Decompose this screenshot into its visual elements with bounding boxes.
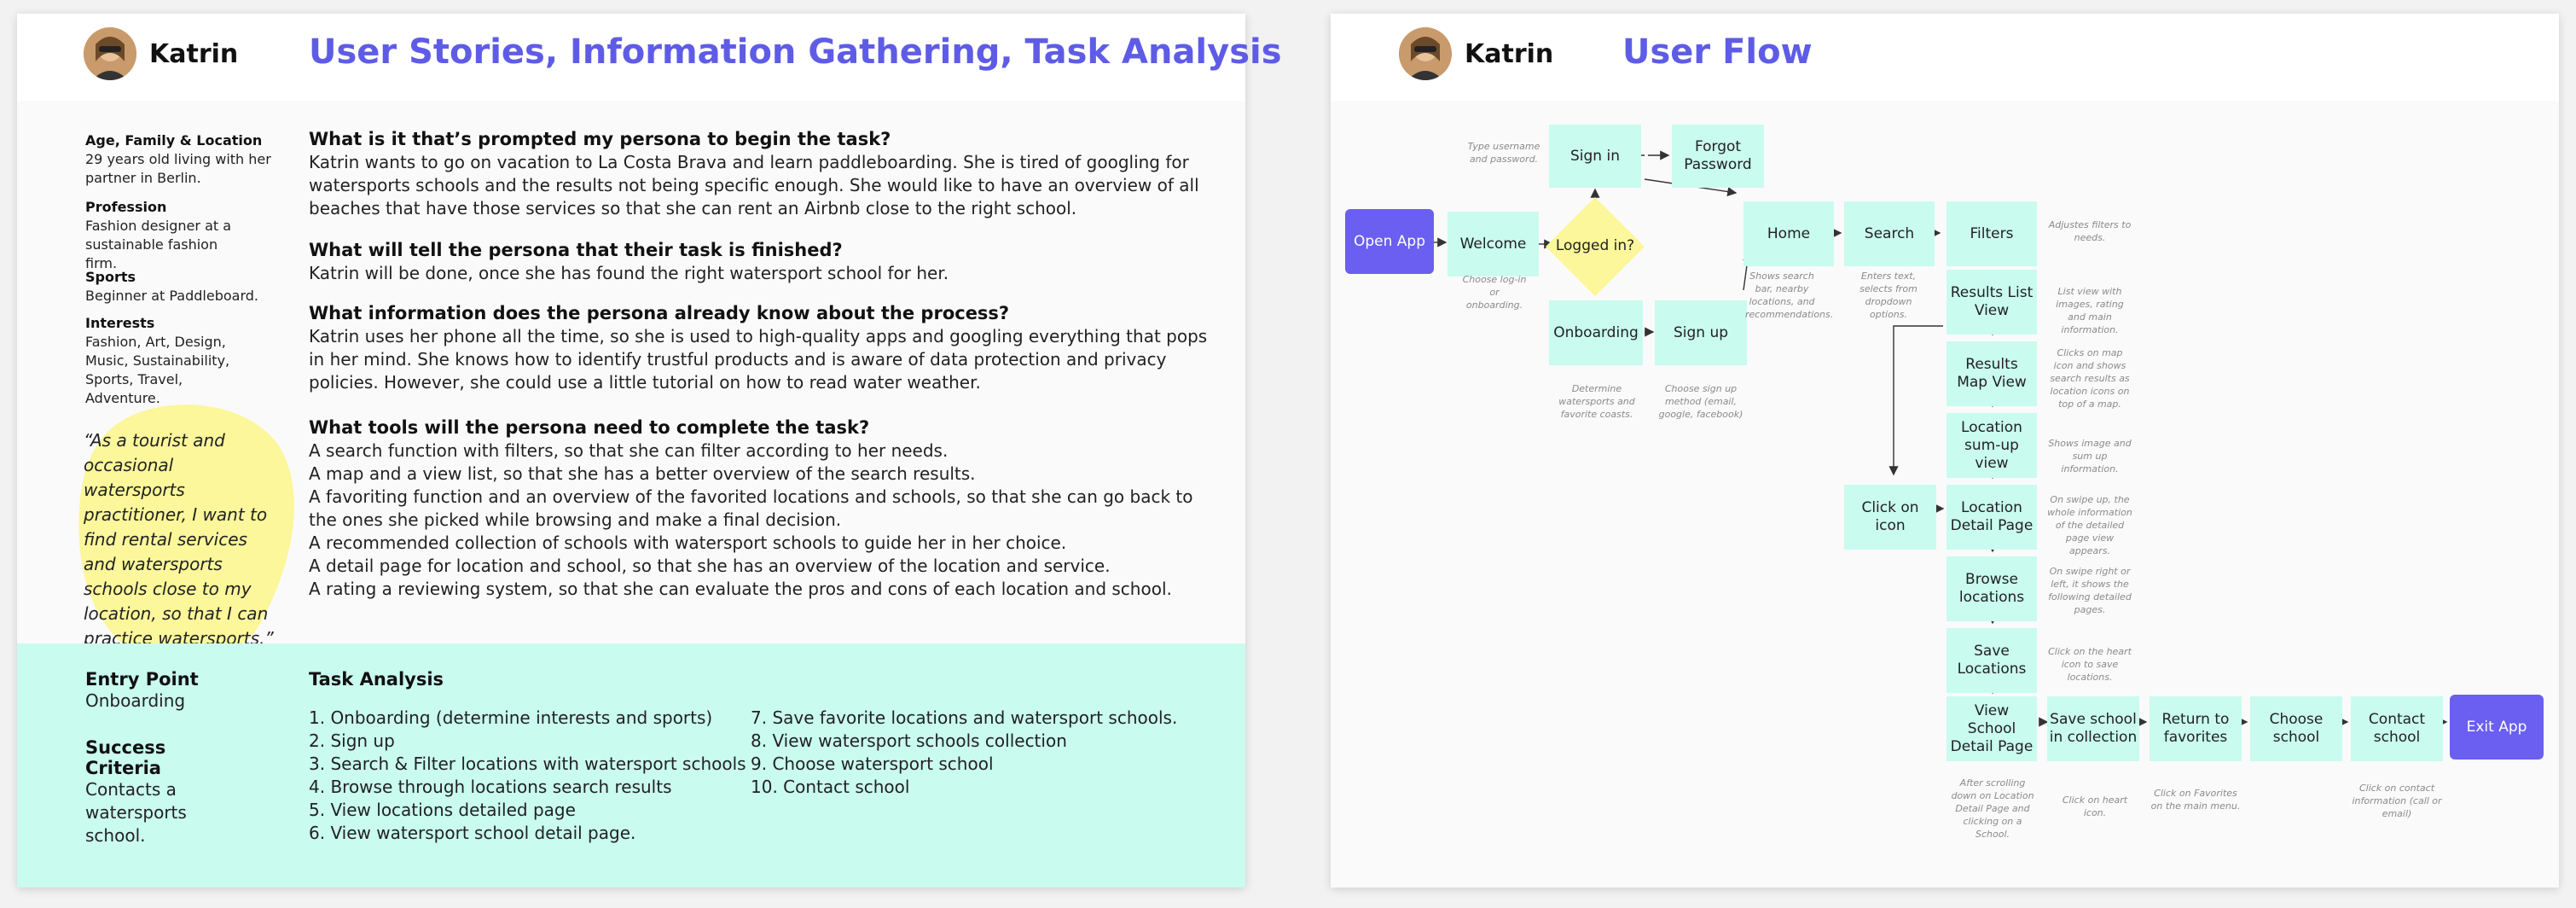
flow-node-choose-school[interactable]: Choose school: [2250, 696, 2342, 761]
flow-node-save-school[interactable]: Save school in collection: [2047, 696, 2139, 761]
question-2: What will tell the persona that their ta…: [309, 240, 949, 283]
flow-node-contact-school[interactable]: Contact school: [2351, 696, 2443, 761]
persona-quote: “As a tourist and occasional watersports…: [84, 430, 274, 649]
flow-node-results-list[interactable]: Results List View: [1947, 270, 2037, 335]
flow-node-sign-in[interactable]: Sign in: [1549, 125, 1641, 188]
avatar: [84, 27, 136, 80]
board-header: Katrin User Flow: [1331, 14, 2559, 101]
flow-node-home[interactable]: Home: [1743, 201, 1834, 266]
flow-node-onboarding[interactable]: Onboarding: [1549, 300, 1643, 365]
list-item: 1. Onboarding (determine interests and s…: [309, 707, 713, 728]
note-onboarding: Determine watersports and favorite coast…: [1558, 383, 1635, 420]
note-results-map: Clicks on map icon and shows search resu…: [2050, 347, 2130, 410]
profile-sports: Sports Beginner at Paddleboard.: [85, 269, 258, 304]
list-item: 2. Sign up: [309, 730, 395, 751]
task-list-col-1: 1. Onboarding (determine interests and s…: [309, 707, 746, 845]
page-title: User Flow: [1622, 32, 1813, 72]
note-search: Enters text, selects from dropdown optio…: [1859, 271, 1917, 320]
decision-label: Logged in?: [1555, 237, 1635, 254]
list-item: 7. Save favorite locations and waterspor…: [751, 707, 1178, 728]
flow-node-sign-up[interactable]: Sign up: [1655, 300, 1747, 365]
task-analysis-section: Entry Point Onboarding Success Criteria …: [17, 643, 1245, 888]
note-save-locations: Click on the heart icon to save location…: [2048, 646, 2132, 683]
note-sign-up: Choose sign up method (email, google, fa…: [1658, 383, 1743, 420]
avatar: [1399, 27, 1452, 80]
flow-node-location-detail[interactable]: Location Detail Page: [1947, 485, 2037, 550]
flow-node-return-favorites[interactable]: Return to favorites: [2150, 696, 2242, 761]
flow-node-search[interactable]: Search: [1844, 201, 1935, 266]
flow-node-location-sumup[interactable]: Location sum-up view: [1947, 413, 2037, 478]
note-contact-school: Click on contact information (call or em…: [2352, 783, 2442, 819]
flow-node-open-app[interactable]: Open App: [1345, 209, 1434, 274]
note-welcome: Choose log-in or onboarding.: [1462, 274, 1527, 311]
success-criteria: Success Criteria Contacts a watersports …: [85, 737, 187, 846]
quote-highlight-blob: [78, 405, 294, 662]
note-browse-locations: On swipe right or left, it shows the fol…: [2048, 566, 2132, 615]
flow-node-results-map[interactable]: Results Map View: [1947, 341, 2037, 406]
task-list-col-2: 7. Save favorite locations and waterspor…: [751, 707, 1177, 799]
user-stories-board: Katrin User Stories, Information Gatheri…: [17, 14, 1282, 888]
flow-node-exit-app[interactable]: Exit App: [2450, 695, 2544, 760]
note-results-list: List view with images, rating and main i…: [2056, 286, 2124, 335]
list-item: 8. View watersport schools collection: [751, 730, 1067, 751]
list-item: 3. Search & Filter locations with waters…: [309, 754, 746, 774]
note-sign-in: Type username and password.: [1467, 141, 1540, 165]
list-item: 5. View locations detailed page: [309, 800, 576, 820]
author-name: Katrin: [149, 39, 239, 69]
note-view-school: After scrolling down on Location Detail …: [1951, 777, 2034, 840]
question-3: What information does the persona alread…: [309, 303, 1208, 393]
flow-node-save-locations[interactable]: Save Locations: [1947, 628, 2037, 693]
question-4: What tools will the persona need to comp…: [309, 417, 1193, 599]
question-1: What is it that’s prompted my persona to…: [309, 129, 1199, 218]
list-item: 9. Choose watersport school: [751, 754, 994, 774]
task-analysis-title: Task Analysis: [309, 669, 444, 690]
flow-node-click-icon[interactable]: Click on icon: [1844, 485, 1936, 550]
note-location-detail: On swipe up, the whole information of th…: [2047, 494, 2132, 556]
board-header: Katrin User Stories, Information Gatheri…: [17, 14, 1282, 101]
profile-interests: Interests Fashion, Art, Design, Music, S…: [85, 315, 230, 406]
profile-profession: Profession Fashion designer at a sustain…: [85, 199, 232, 271]
note-return-favorites: Click on Favorites on the main menu.: [2150, 788, 2241, 812]
note-home: Shows search bar, nearby locations, and …: [1745, 271, 1834, 320]
flow-node-forgot-password[interactable]: Forgot Password: [1672, 125, 1764, 188]
list-item: 6. View watersport school detail page.: [309, 823, 636, 843]
page-title: User Stories, Information Gathering, Tas…: [309, 32, 1282, 72]
flow-node-welcome[interactable]: Welcome: [1448, 212, 1539, 276]
flow-node-browse-locations[interactable]: Browse locations: [1947, 556, 2037, 621]
user-flow-board: Katrin User Flow: [1331, 14, 2559, 888]
profile-age: Age, Family & Location 29 years old livi…: [85, 132, 271, 186]
author-name: Katrin: [1465, 39, 1554, 69]
list-item: 4. Browse through locations search resul…: [309, 777, 672, 797]
flow-node-view-school[interactable]: View School Detail Page: [1947, 696, 2037, 761]
flow-node-filters[interactable]: Filters: [1947, 201, 2037, 266]
note-save-school: Click on heart icon.: [2062, 794, 2128, 818]
note-filters: Adjustes filters to needs.: [2048, 219, 2132, 243]
note-location-sumup: Shows image and sum up information.: [2048, 438, 2132, 474]
list-item: 10. Contact school: [751, 777, 910, 797]
entry-point: Entry Point Onboarding: [85, 669, 199, 711]
